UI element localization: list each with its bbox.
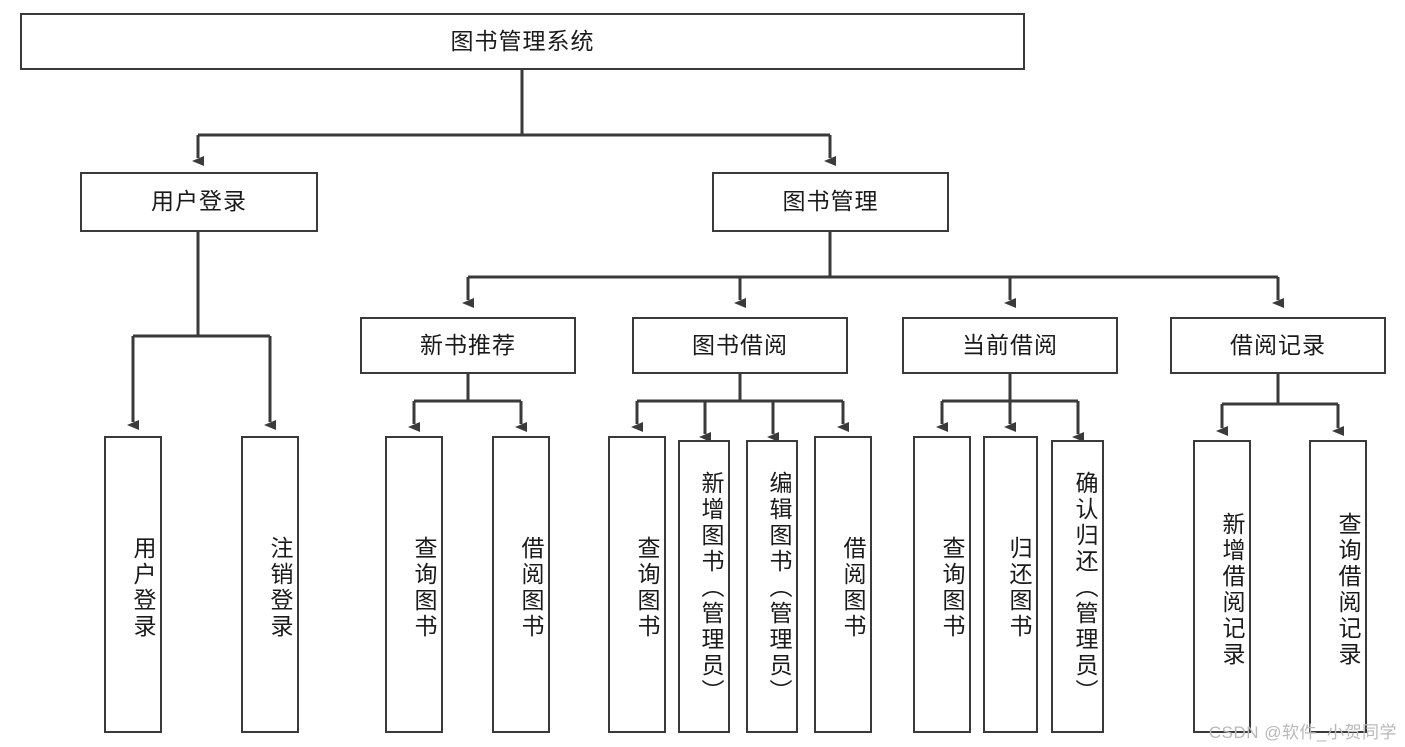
- leaf-edit-book-admin[interactable]: 编辑图书（管理员）: [746, 440, 798, 733]
- leaf-query-book-borrow[interactable]: 查询图书: [608, 436, 666, 733]
- leaf-label: 借阅图书: [840, 535, 866, 640]
- csdn-watermark: CSDN @软件_小贺同学: [1208, 723, 1397, 742]
- leaf-label: 新增图书（管理员）: [698, 470, 724, 705]
- leaf-query-book-current[interactable]: 查询图书: [913, 436, 971, 733]
- node-borrow-record[interactable]: 借阅记录: [1170, 317, 1386, 374]
- node-user-login[interactable]: 用户登录: [80, 172, 318, 232]
- leaf-label: 归还图书: [1006, 535, 1032, 640]
- leaf-query-borrow-record[interactable]: 查询借阅记录: [1309, 440, 1367, 733]
- leaf-label: 查询借阅记录: [1335, 511, 1361, 668]
- leaf-borrow-book[interactable]: 借阅图书: [814, 436, 872, 733]
- leaf-add-borrow-record[interactable]: 新增借阅记录: [1193, 440, 1251, 733]
- leaf-label: 新增借阅记录: [1219, 511, 1245, 668]
- leaf-label: 查询图书: [634, 535, 660, 640]
- node-current-borrow[interactable]: 当前借阅: [902, 317, 1118, 374]
- leaf-add-book-admin[interactable]: 新增图书（管理员）: [678, 440, 730, 733]
- leaf-user-login[interactable]: 用户登录: [104, 436, 162, 733]
- leaf-return-book[interactable]: 归还图书: [983, 436, 1038, 733]
- node-book-management[interactable]: 图书管理: [712, 172, 949, 232]
- leaf-label: 用户登录: [130, 535, 156, 640]
- leaf-label: 编辑图书（管理员）: [766, 470, 792, 705]
- leaf-query-book-recommend[interactable]: 查询图书: [385, 436, 443, 733]
- leaf-user-logout[interactable]: 注销登录: [241, 436, 299, 733]
- leaf-confirm-return-admin[interactable]: 确认归还（管理员）: [1051, 440, 1104, 733]
- leaf-label: 借阅图书: [518, 535, 544, 640]
- leaf-borrow-book-recommend[interactable]: 借阅图书: [492, 436, 550, 733]
- leaf-label: 查询图书: [411, 535, 437, 640]
- leaf-label: 确认归还（管理员）: [1072, 470, 1098, 705]
- node-root-system[interactable]: 图书管理系统: [20, 13, 1025, 70]
- node-book-borrow[interactable]: 图书借阅: [632, 317, 848, 374]
- leaf-label: 注销登录: [267, 535, 293, 640]
- node-new-book-recommend[interactable]: 新书推荐: [360, 317, 576, 374]
- leaf-label: 查询图书: [939, 535, 965, 640]
